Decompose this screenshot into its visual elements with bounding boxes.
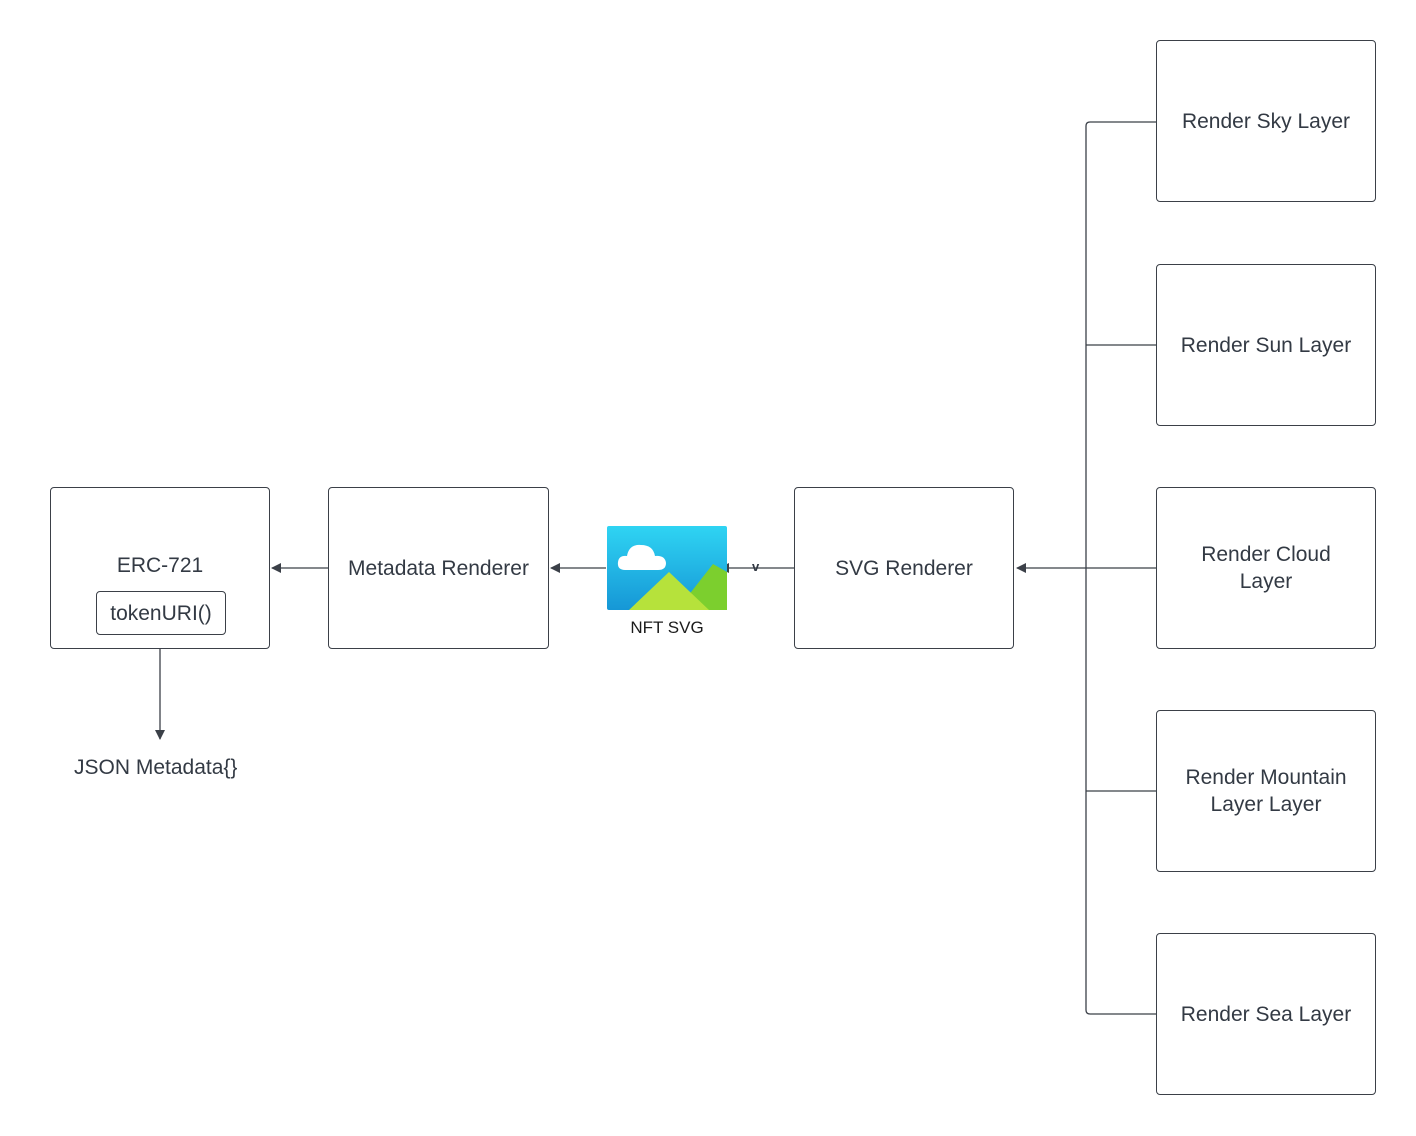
sea-layer-node[interactable]: Render Sea Layer [1156, 933, 1376, 1095]
sun-layer-label: Render Sun Layer [1180, 333, 1352, 357]
tokenuri-method[interactable]: tokenURI() [96, 591, 226, 635]
json-metadata-label: JSON Metadata{} [74, 756, 238, 779]
mountain-layer-label: Render Mountain Layer Layer [1185, 766, 1347, 816]
metadata-renderer-node[interactable]: Metadata Renderer [328, 487, 549, 649]
landscape-image-icon [607, 526, 727, 610]
cloud-layer-label: Render Cloud Layer [1201, 543, 1331, 593]
metadata-renderer-label: Metadata Renderer [348, 556, 529, 580]
svg-renderer-node[interactable]: SVG Renderer [794, 487, 1014, 649]
erc721-label: ERC-721 [116, 554, 204, 577]
sea-layer-label: Render Sea Layer [1180, 1002, 1352, 1026]
sun-layer-node[interactable]: Render Sun Layer [1156, 264, 1376, 426]
mountain-layer-node[interactable]: Render Mountain Layer Layer [1156, 710, 1376, 872]
nft-svg-caption: NFT SVG [630, 618, 704, 637]
cloud-layer-node[interactable]: Render Cloud Layer [1156, 487, 1376, 649]
edge-label: v [752, 559, 760, 574]
sky-layer-label: Render Sky Layer [1181, 109, 1351, 133]
svg-renderer-label: SVG Renderer [835, 556, 973, 580]
layer-bus [1016, 121, 1156, 1015]
sky-layer-node[interactable]: Render Sky Layer [1156, 40, 1376, 202]
erc721-node[interactable]: ERC-721 tokenURI() [50, 487, 270, 649]
